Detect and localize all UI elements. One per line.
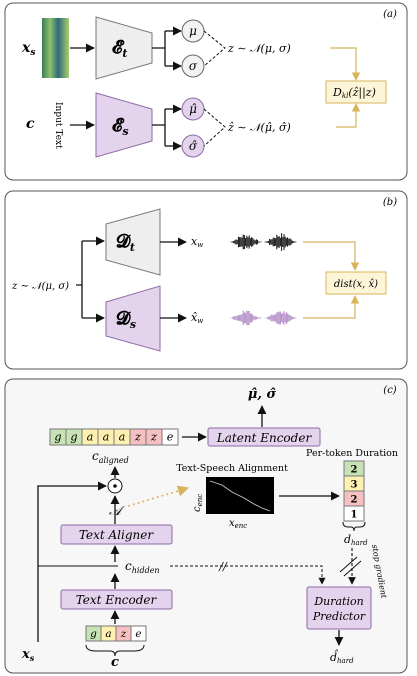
xs-label: xs (21, 40, 35, 58)
stop-gradient-slash-1 (339, 556, 358, 573)
duration-predictor-box (306, 586, 372, 630)
expanded-token-letter: a (87, 431, 94, 444)
student-decoder-label: 𝓓s (116, 308, 136, 331)
dist-label: dist(x, x̂) (334, 279, 378, 290)
xs-label-c: xs (21, 647, 35, 663)
sigma-symbol: σ (189, 59, 198, 73)
teacher-decoder-label: 𝓓t (116, 231, 135, 254)
z-equation: z ∼ 𝒩(μ, σ) (227, 42, 291, 55)
expanded-token-letter: g (54, 431, 61, 444)
expanded-token-letter: a (119, 431, 126, 444)
skip-connection (37, 481, 107, 642)
teacher-decoder-trapezoid (105, 208, 161, 276)
expanded-token-cell (161, 428, 179, 446)
teacher-encoder-trapezoid (95, 16, 153, 80)
input-brace (85, 644, 145, 657)
teacher-branch (152, 31, 166, 66)
xw-hat-label: x̂w (191, 311, 203, 325)
gold-dotted-arrow (127, 485, 190, 507)
panel-a: (a) xs 𝓔t μ σ z ∼ 𝒩(μ, σ) c Input Text 𝓔… (4, 2, 408, 181)
z-prior-label: z ∼ 𝒩(μ, σ) (11, 281, 69, 292)
alignment-symbol: 𝒜 (109, 504, 125, 519)
text-aligner-label: Text Aligner (79, 528, 154, 542)
duration-value: 3 (351, 480, 358, 491)
input-token-letter: g (90, 628, 97, 640)
input-token-letter: e (135, 628, 141, 640)
student-decoder-trapezoid (105, 285, 161, 352)
input-token-cell (130, 625, 147, 642)
student-encoder-trapezoid (95, 92, 153, 158)
latent-encoder-label: Latent Encoder (216, 431, 313, 445)
expanded-token-letter: a (103, 431, 110, 444)
gold-line-xwhat (303, 295, 360, 319)
durations-brace (342, 521, 366, 532)
student-encoder-label: 𝓔s (112, 115, 129, 138)
panel-b-tag: (b) (383, 197, 397, 208)
mel-spectrogram (42, 18, 69, 78)
expanded-token-letter: e (167, 431, 174, 444)
c-hidden-label: chidden (125, 559, 160, 575)
expanded-token-letter: z (134, 431, 141, 444)
text-encoder-label: Text Encoder (76, 593, 158, 607)
student-branch (152, 109, 166, 146)
teacher-encoder-label: 𝓔t (112, 37, 127, 60)
zhat-equation: ẑ ∼ 𝒩(μ̂, σ̂) (227, 121, 291, 134)
duration-value: 2 (351, 495, 358, 506)
xw-label: xw (191, 235, 203, 249)
decoder-branch (76, 241, 83, 318)
gold-line-z (330, 47, 361, 81)
duration-predictor-line1: Duration (313, 595, 363, 608)
student-waveform (230, 310, 297, 326)
teacher-waveform (230, 233, 297, 251)
expanded-token-letter: z (150, 431, 157, 444)
dashed-break-slash: // (218, 560, 228, 573)
zhat-sampling-lines (203, 108, 226, 147)
panel-a-tag: (a) (383, 9, 397, 20)
panel-b: (b) z ∼ 𝒩(μ, σ) 𝓓t 𝓓s xw x̂w dist(x, x̂) (4, 190, 408, 370)
d-hat-hard-label: d̂hard (330, 650, 354, 665)
sigma-hat-symbol: σ̂ (189, 139, 198, 153)
dist-box (325, 271, 387, 295)
alignment-title: Text-Speech Alignment (176, 463, 288, 474)
input-token-letter: z (120, 628, 127, 640)
c-aligned-label: caligned (92, 449, 129, 465)
input-token-letter: a (105, 628, 111, 640)
duration-value: 2 (351, 465, 358, 476)
duration-value: 1 (351, 510, 358, 521)
text-encoder-box (60, 589, 173, 610)
mu-sigma-hat-label: μ̂, σ̂ (248, 387, 277, 402)
c-label: c (26, 116, 35, 132)
chidden-to-predictor-dashed (170, 565, 326, 585)
stop-gradient-slash-2 (343, 560, 362, 577)
text-aligner-box (60, 524, 173, 545)
dot-product-dot (113, 484, 117, 488)
gold-line-zhat (336, 103, 361, 128)
duration-predictor-line2: Predictor (312, 610, 366, 623)
sigma-node (181, 54, 205, 78)
latent-encoder-box (207, 427, 321, 447)
kl-label: Dkl(ẑ||z) (332, 86, 376, 100)
mu-hat-symbol: μ̂ (189, 102, 197, 116)
panel-c-tag: (c) (383, 385, 397, 396)
d-hard-label: dhard (344, 533, 368, 547)
kl-box (325, 80, 387, 104)
z-sampling-lines (203, 30, 226, 67)
durations-column: 2 3 2 1 (343, 460, 365, 522)
mu-symbol: μ (189, 24, 197, 38)
c-input-label: c (111, 655, 119, 670)
x-enc-label: xenc (229, 518, 247, 530)
gold-line-xw (303, 241, 360, 271)
durations-title: Per-token Duration (306, 448, 398, 459)
alignment-path (209, 480, 271, 512)
input-text-label: Input Text (53, 102, 63, 149)
expanded-token-letter: g (70, 431, 77, 444)
duration-cell (343, 505, 365, 522)
c-enc-label: cenc (192, 494, 204, 512)
